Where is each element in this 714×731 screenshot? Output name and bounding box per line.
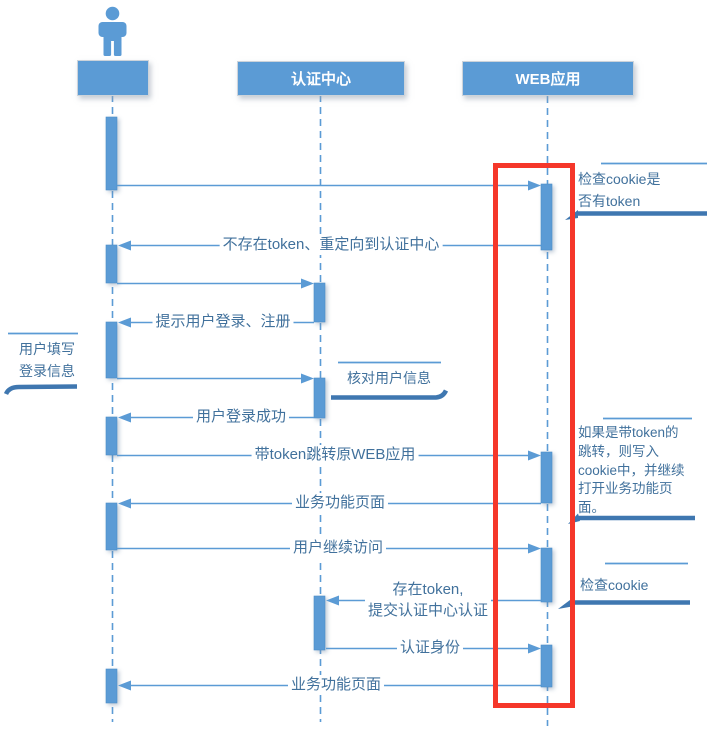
- arrow-user-to-auth-1: [117, 278, 314, 289]
- note-lines-verify-user: [331, 361, 449, 400]
- note-user-fill: 用户填写 登录信息: [19, 338, 75, 382]
- message-label-jump-with-token: 带token跳转原WEB应用: [251, 445, 419, 465]
- highlight-rectangle: [493, 163, 575, 708]
- note-lines-check-cookie: [558, 562, 690, 609]
- message-label-redirect: 不存在token、重定向到认证中心: [219, 235, 443, 255]
- user-actor-icon: [98, 6, 127, 56]
- arrow-user-to-web-1: [117, 180, 541, 191]
- message-label-business-page-1: 业务功能页面: [291, 493, 389, 513]
- note-user-fill-line2: 登录信息: [19, 363, 75, 379]
- message-label-token-exists-line2: 提交认证中心认证: [367, 602, 489, 619]
- message-label-business-page-2: 业务功能页面: [287, 675, 385, 695]
- message-label-token-exists: 存在token, 提交认证中心认证: [364, 579, 492, 621]
- note-token-jump-line1: 如果是带token的: [578, 425, 679, 440]
- message-label-auth-identity: 认证身份: [396, 638, 464, 658]
- activation-bars: [105, 116, 553, 704]
- note-check-cookie: 检查cookie: [580, 577, 649, 593]
- message-label-user-continue: 用户继续访问: [289, 538, 387, 558]
- note-token-jump-line5: 面。: [578, 500, 605, 516]
- participant-web-app-label: WEB应用: [515, 71, 581, 88]
- message-label-login-success: 用户登录成功: [192, 407, 290, 427]
- participant-web-app-header: WEB应用: [462, 61, 634, 96]
- note-token-jump-line4: 打开业务功能页: [578, 481, 673, 497]
- note-check-cookie-token: 检查cookie是 否有token: [578, 168, 660, 212]
- note-verify-user: 核对用户信息: [347, 370, 431, 386]
- message-label-token-exists-line1: 存在token,: [392, 581, 464, 598]
- participant-user-header: [77, 60, 149, 96]
- arrow-user-to-auth-2: [117, 373, 314, 384]
- note-token-jump: 如果是带token的 跳转，则写入 cookie中，并继续 打开业务功能页 面。: [578, 424, 685, 518]
- note-token-jump-line3: cookie中，并继续: [578, 462, 685, 478]
- participant-auth-center-label: 认证中心: [290, 71, 351, 88]
- participant-auth-center-header: 认证中心: [237, 61, 405, 96]
- note-token-jump-line2: 跳转，则写入: [578, 443, 659, 459]
- note-check-cookie-token-line1: 检查cookie是: [578, 171, 661, 187]
- note-check-cookie-token-line2: 否有token: [578, 193, 641, 209]
- note-user-fill-line1: 用户填写: [19, 341, 75, 357]
- note-lines-user-fill: [3, 332, 78, 396]
- message-label-prompt-login: 提示用户登录、注册: [152, 312, 294, 332]
